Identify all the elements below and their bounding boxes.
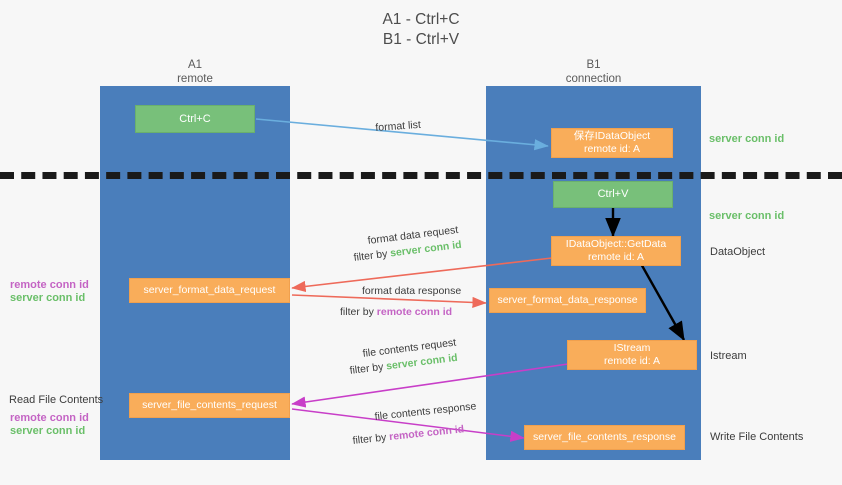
- arrow-getdata-to-istream: [638, 261, 686, 342]
- lane-header-a1-name: A1: [187, 59, 203, 71]
- box-server-format-data-request[interactable]: server_format_data_request: [129, 278, 290, 303]
- phase-separator: [0, 172, 842, 179]
- box-save-idataobject-line2: remote id: A: [583, 143, 641, 155]
- label-format-data-response-text: format data response: [362, 285, 462, 297]
- box-ctrl-c-label: Ctrl+C: [179, 112, 211, 125]
- box-server-format-data-response-label: server_format_data_response: [497, 294, 638, 306]
- box-save-idataobject-line1: 保存IDataObject: [573, 130, 651, 142]
- annotation-left-remote-conn-id-2: remote conn id: [10, 412, 89, 424]
- label-filter-prefix-2: filter by: [340, 306, 377, 318]
- annotation-left-remote-conn-id-1: remote conn id: [10, 279, 89, 291]
- annotation-read-file-contents: Read File Contents: [9, 394, 104, 406]
- lane-header-b1: B1 connection: [486, 58, 701, 86]
- box-server-format-data-response[interactable]: server_format_data_response: [489, 288, 646, 313]
- annotation-left-server-conn-id-1: server conn id: [10, 292, 86, 304]
- box-istream-line1: IStream: [613, 342, 651, 354]
- lane-header-a1: A1 remote: [100, 58, 290, 86]
- label-format-data-response-line1: format data response: [362, 285, 461, 297]
- page-title: A1 - Ctrl+C B1 - Ctrl+V: [0, 10, 842, 50]
- box-ctrl-v-label: Ctrl+V: [597, 188, 629, 200]
- annotation-left-server-conn-id-2: server conn id: [10, 425, 86, 437]
- box-save-idataobject[interactable]: 保存IDataObject remote id: A: [551, 128, 673, 158]
- arrow-format-data-request: [291, 257, 553, 293]
- box-server-file-contents-request[interactable]: server_file_contents_request: [129, 393, 290, 418]
- box-ctrl-v[interactable]: Ctrl+V: [553, 181, 673, 208]
- annotation-write-file-contents: Write File Contents: [710, 431, 804, 443]
- box-server-file-contents-request-label: server_file_contents_request: [142, 399, 277, 411]
- lane-header-a1-sub: remote: [177, 73, 213, 85]
- box-server-file-contents-response[interactable]: server_file_contents_response: [524, 425, 685, 450]
- box-server-file-contents-response-label: server_file_contents_response: [532, 431, 676, 443]
- title-line-2: B1 - Ctrl+V: [382, 31, 460, 48]
- box-ctrl-c[interactable]: Ctrl+C: [135, 105, 255, 133]
- lane-header-b1-sub: connection: [565, 73, 622, 85]
- box-server-format-data-request-label: server_format_data_request: [143, 284, 276, 296]
- arrow-file-contents-response: [291, 408, 525, 442]
- annotation-dataobject: DataObject: [710, 246, 766, 258]
- arrow-file-contents-request: [291, 363, 569, 408]
- lane-header-b1-name: B1: [586, 59, 601, 71]
- box-getdata-line2: remote id: A: [587, 251, 645, 263]
- annotation-server-conn-id-mid: server conn id: [709, 210, 785, 222]
- box-getdata-line1: IDataObject::GetData: [565, 238, 667, 250]
- title-line-1: A1 - Ctrl+C: [382, 11, 460, 28]
- label-format-data-response-filter: filter by remote conn id: [340, 306, 452, 318]
- arrow-format-list: [255, 118, 549, 151]
- arrow-format-data-response: [291, 294, 487, 309]
- annotation-server-conn-id-top: server conn id: [709, 133, 785, 145]
- annotation-istream: Istream: [710, 350, 747, 362]
- box-getdata[interactable]: IDataObject::GetData remote id: A: [551, 236, 681, 266]
- box-istream-line2: remote id: A: [603, 355, 661, 367]
- label-filter-key-remote-conn-id: remote conn id: [376, 306, 453, 318]
- box-istream[interactable]: IStream remote id: A: [567, 340, 697, 370]
